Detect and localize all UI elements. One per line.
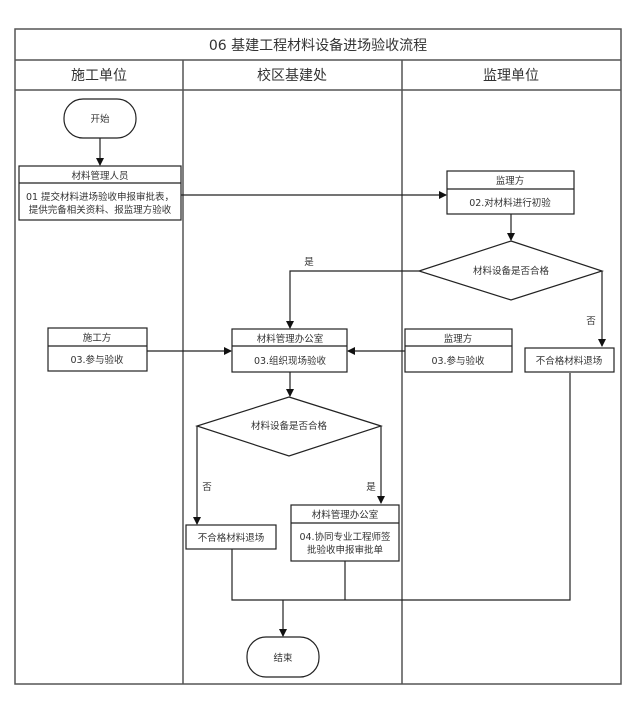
step-03-contractor-box bbox=[47, 327, 148, 372]
step-01-role: 材料管理人员 bbox=[71, 170, 128, 182]
step-01-text-line-1: 01 提交材料进场验收申报审批表， bbox=[26, 191, 174, 203]
step-03-supervisor-role: 监理方 bbox=[444, 333, 473, 345]
edge-label-d1-yes: 是 bbox=[304, 257, 314, 268]
reject-1-box bbox=[524, 347, 615, 373]
reject-box-1[interactable]: 不合格材料退场 bbox=[524, 347, 615, 373]
step-01-text-line-2: 提供完备相关资料、报监理方验收 bbox=[29, 204, 172, 216]
decision-2-diamond bbox=[195, 396, 383, 457]
step-03-contractor-role: 施工方 bbox=[83, 332, 112, 344]
process-step-03-supervisor[interactable]: 监理方 03.参与验收 bbox=[404, 328, 513, 373]
start-label: 开始 bbox=[90, 113, 110, 125]
step-03-office-box bbox=[231, 328, 348, 373]
process-step-03-office[interactable]: 材料管理办公室 03.组织现场验收 bbox=[231, 328, 348, 373]
step-02-box bbox=[446, 170, 575, 215]
reject-box-2[interactable]: 不合格材料退场 bbox=[185, 524, 277, 550]
decision-1-text: 材料设备是否合格 bbox=[473, 265, 550, 277]
decision-1-diamond bbox=[417, 240, 604, 301]
process-step-02[interactable]: 监理方 02.对材料进行初验 bbox=[446, 170, 575, 215]
diagram-title: 06 基建工程材料设备进场验收流程 bbox=[209, 37, 427, 54]
outer-border bbox=[14, 28, 622, 685]
process-step-04[interactable]: 材料管理办公室 04.协同专业工程师签 批验收申报审批单 bbox=[290, 504, 400, 562]
start-terminator-shape bbox=[63, 98, 137, 139]
end-terminator-shape bbox=[246, 636, 320, 678]
step-03-supervisor-text: 03.参与验收 bbox=[431, 355, 485, 367]
reject-1-text: 不合格材料退场 bbox=[536, 355, 603, 367]
step-03-office-role: 材料管理办公室 bbox=[257, 333, 324, 345]
connectors bbox=[96, 138, 606, 637]
decision-1[interactable]: 材料设备是否合格 bbox=[417, 240, 604, 301]
step-04-text-line-1: 04.协同专业工程师签 bbox=[299, 531, 391, 543]
end-label: 结束 bbox=[273, 652, 293, 664]
edge-label-d2-yes: 是 bbox=[366, 482, 376, 493]
end-node[interactable]: 结束 bbox=[246, 636, 320, 678]
reject-2-box bbox=[185, 524, 277, 550]
step-03-contractor-text: 03.参与验收 bbox=[70, 354, 124, 366]
step-02-role: 监理方 bbox=[496, 175, 525, 187]
lane-header-campus-construction: 校区基建处 bbox=[257, 67, 327, 84]
reject-2-text: 不合格材料退场 bbox=[198, 532, 265, 544]
start-node[interactable]: 开始 bbox=[63, 98, 137, 139]
decision-2-text: 材料设备是否合格 bbox=[251, 420, 328, 432]
process-step-01[interactable]: 材料管理人员 01 提交材料进场验收申报审批表， 提供完备相关资料、报监理方验收 bbox=[18, 165, 182, 221]
edge-merge-bottom bbox=[231, 373, 571, 601]
edge-label-d1-no: 否 bbox=[586, 316, 596, 327]
edge-d1-yes bbox=[286, 270, 419, 329]
step-04-role: 材料管理办公室 bbox=[312, 509, 379, 521]
process-step-03-contractor[interactable]: 施工方 03.参与验收 bbox=[47, 327, 148, 372]
step-01-box bbox=[18, 165, 182, 221]
step-03-office-text: 03.组织现场验收 bbox=[254, 355, 327, 367]
lane-header-contractor: 施工单位 bbox=[71, 68, 127, 84]
lane-header-supervisor: 监理单位 bbox=[483, 68, 539, 84]
decision-2[interactable]: 材料设备是否合格 bbox=[195, 396, 383, 457]
step-03-supervisor-box bbox=[404, 328, 513, 373]
step-02-text: 02.对材料进行初验 bbox=[469, 197, 551, 209]
edge-label-d2-no: 否 bbox=[202, 482, 212, 493]
step-04-text-line-2: 批验收申报审批单 bbox=[307, 544, 384, 556]
step-04-box bbox=[290, 504, 400, 562]
swimlane-frame bbox=[14, 28, 622, 685]
